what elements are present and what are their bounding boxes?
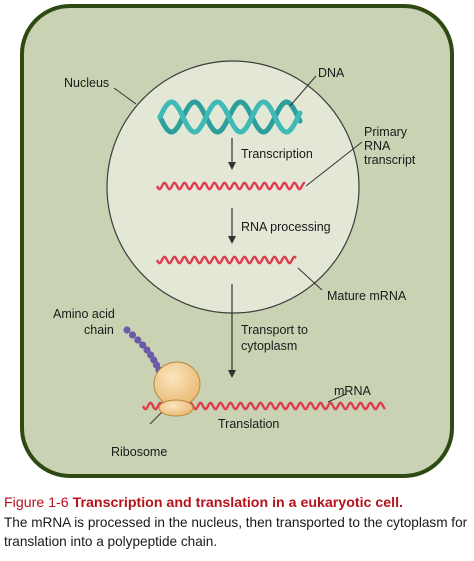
- amino-acid-bead: [139, 341, 147, 349]
- caption-heading: Transcription and translation in a eukar…: [72, 495, 403, 511]
- nucleus-label: Nucleus: [64, 76, 109, 90]
- leader-lines: [113, 75, 363, 425]
- figure-caption: Figure 1-6 Transcription and translation…: [4, 494, 472, 551]
- figure-number: Figure 1-6: [4, 495, 69, 511]
- rna-processing-arrow: [228, 208, 236, 244]
- primary-rna-strand: [155, 181, 305, 191]
- ribosome: [153, 361, 201, 417]
- amino-acid-bead: [128, 331, 137, 339]
- nucleus: [106, 60, 360, 314]
- amino-acid-bead: [123, 326, 131, 334]
- dna-helix: [157, 99, 303, 135]
- dna-label: DNA: [318, 66, 345, 80]
- translation-label: Translation: [218, 417, 279, 431]
- mrna-label: mRNA: [334, 384, 371, 398]
- mature-mrna-strand: [155, 255, 297, 265]
- mature-mrna-label: Mature mRNA: [327, 289, 407, 303]
- rna-processing-label: RNA processing: [241, 220, 331, 234]
- amino-acid-bead: [134, 336, 142, 344]
- caption-title: Figure 1-6 Transcription and translation…: [4, 494, 472, 512]
- transcription-arrow: [228, 138, 236, 170]
- caption-body: The mRNA is processed in the nucleus, th…: [4, 515, 468, 549]
- ribosome-label: Ribosome: [111, 445, 167, 459]
- transport-arrow: [228, 284, 236, 378]
- transcription-label: Transcription: [241, 147, 313, 161]
- amino-acid-bead: [143, 346, 151, 354]
